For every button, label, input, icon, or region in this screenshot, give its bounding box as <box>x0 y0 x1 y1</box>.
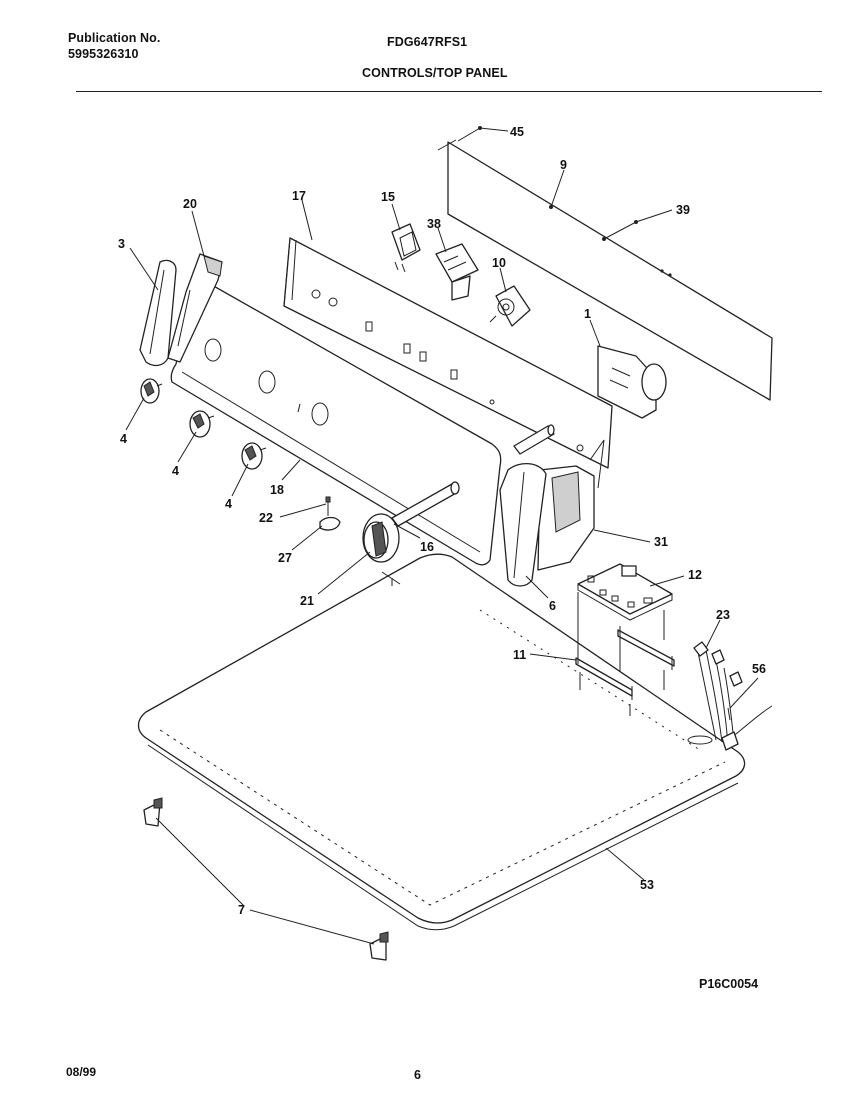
control-console <box>170 275 502 566</box>
publication-number: 5995326310 <box>68 47 139 61</box>
callout-31: 31 <box>654 535 668 549</box>
callout-3: 3 <box>118 237 125 251</box>
callout-15: 15 <box>381 190 395 204</box>
callout-53: 53 <box>640 878 654 892</box>
power-cord <box>721 705 773 751</box>
callout-labels: 45 9 39 17 15 38 10 20 3 1 4 4 4 18 22 2… <box>118 125 766 917</box>
foot-upper <box>143 797 163 827</box>
switch-component <box>391 223 421 273</box>
callout-17: 17 <box>292 189 306 203</box>
callout-38: 38 <box>427 217 441 231</box>
foot-lower <box>369 931 389 961</box>
callout-12: 12 <box>688 568 702 582</box>
clip-27 <box>319 516 341 531</box>
leader-lines <box>125 126 759 945</box>
callout-9: 9 <box>560 158 567 172</box>
callout-45: 45 <box>510 125 524 139</box>
callout-4-upper: 4 <box>120 432 127 446</box>
callout-21: 21 <box>300 594 314 608</box>
control-board <box>577 563 673 660</box>
wire-harness <box>687 641 743 745</box>
end-cap-right <box>499 463 547 587</box>
callout-10: 10 <box>492 256 506 270</box>
control-module <box>597 345 667 419</box>
callout-22: 22 <box>259 511 273 525</box>
screw-22 <box>325 496 331 516</box>
drawing-code: P16C0054 <box>699 977 759 991</box>
switch-38 <box>435 243 479 301</box>
top-panel <box>137 553 746 931</box>
callout-1: 1 <box>584 307 591 321</box>
publication-label: Publication No. <box>68 31 161 45</box>
callout-11: 11 <box>513 648 526 662</box>
page-number: 6 <box>414 1068 421 1082</box>
header-rule <box>76 91 822 92</box>
callout-4-lower: 4 <box>225 497 232 511</box>
mounting-brackets <box>575 626 675 716</box>
section-title: CONTROLS/TOP PANEL <box>362 66 508 80</box>
callout-56: 56 <box>752 662 766 676</box>
knob-lower <box>241 442 267 470</box>
model-number: FDG647RFS1 <box>387 35 468 49</box>
knob-middle <box>189 410 215 438</box>
callout-6: 6 <box>549 599 556 613</box>
callout-27: 27 <box>278 551 292 565</box>
callout-20: 20 <box>183 197 197 211</box>
timer-component <box>489 285 531 327</box>
revision-date: 08/99 <box>66 1065 97 1079</box>
bracket-right <box>537 439 605 571</box>
callout-18: 18 <box>270 483 284 497</box>
callout-16: 16 <box>420 540 434 554</box>
callout-23: 23 <box>716 608 730 622</box>
bracket-left <box>167 253 223 363</box>
knob-upper <box>140 378 163 404</box>
callout-4-middle: 4 <box>172 464 179 478</box>
callout-39: 39 <box>676 203 690 217</box>
shaft-rear <box>513 424 555 455</box>
main-knob <box>362 513 400 563</box>
callout-7: 7 <box>238 903 245 917</box>
rear-panel <box>283 237 613 469</box>
